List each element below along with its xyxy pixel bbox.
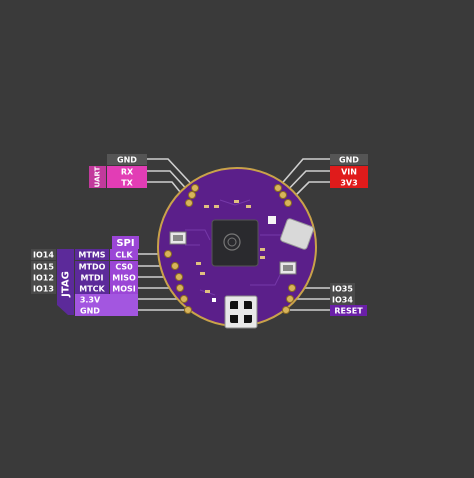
label-3v3: 3V3: [330, 177, 368, 188]
label-text: MOSI: [112, 285, 136, 294]
label-text: MTDI: [80, 274, 103, 283]
label-io15: IO15: [31, 261, 56, 272]
wire-gnd-right: [277, 158, 330, 189]
reset-button-component: [224, 295, 258, 329]
label-clk: CLK: [110, 249, 138, 260]
jtag-group: JTAG: [57, 249, 74, 315]
label-text: RESET: [334, 307, 363, 316]
label-reset: RESET: [330, 305, 367, 316]
esp32-chip: [211, 219, 259, 267]
label-miso: MISO: [110, 272, 138, 283]
led-icon: [268, 216, 276, 224]
label-io14: IO14: [31, 249, 56, 260]
pcb-traces: [185, 199, 285, 296]
pcb-board: [157, 167, 317, 329]
label-mtdi: MTDI: [75, 272, 109, 283]
spi-title: SPI: [112, 236, 139, 249]
label-text: IO15: [33, 263, 54, 272]
label-cs0: CS0: [110, 261, 138, 272]
label-text: MTCK: [79, 285, 105, 294]
label-io35: IO35: [330, 283, 355, 294]
uart-group: UART: [89, 166, 106, 188]
label-text: TX: [121, 179, 133, 188]
label-text: IO35: [332, 285, 353, 294]
label-rx: RX: [107, 166, 147, 177]
label-text: IO12: [33, 274, 54, 283]
label-text: RX: [121, 168, 134, 177]
label-gnd-bottom: GND: [75, 305, 138, 316]
label-text: 3.3V: [80, 296, 101, 305]
label-mtck: MTCK: [75, 283, 109, 294]
label-text: MTDO: [79, 263, 106, 272]
label-text: CS0: [115, 263, 133, 272]
label-text: CLK: [115, 251, 133, 260]
smd-components: [169, 200, 297, 302]
uart-group-label: UART: [94, 166, 102, 187]
label-vin: VIN: [330, 166, 368, 177]
label-gnd-right: GND: [330, 154, 368, 165]
label-io12: IO12: [31, 272, 56, 283]
label-text: 3V3: [340, 179, 357, 188]
label-text: MISO: [112, 274, 136, 283]
label-tx: TX: [107, 177, 147, 188]
wire-vin: [282, 170, 330, 196]
espressif-logo-icon: [223, 233, 241, 251]
jtag-title-text: JTAG: [61, 271, 72, 298]
label-text: IO13: [33, 285, 54, 294]
wire-gnd-left: [147, 158, 196, 189]
label-text: GND: [80, 307, 100, 316]
label-3-3v: 3.3V: [75, 294, 138, 305]
label-mosi: MOSI: [110, 283, 138, 294]
label-text: IO34: [332, 296, 353, 305]
label-mtms: MTMS: [75, 249, 109, 260]
label-text: VIN: [341, 168, 357, 177]
label-text: MTMS: [78, 251, 105, 260]
label-gnd-left: GND: [107, 154, 147, 165]
label-io34: IO34: [330, 294, 355, 305]
edge-pads: [164, 184, 296, 314]
spi-title-text: SPI: [116, 238, 134, 249]
label-text: IO14: [33, 251, 54, 260]
label-io13: IO13: [31, 283, 56, 294]
label-text: GND: [117, 156, 137, 165]
label-mtdo: MTDO: [75, 261, 109, 272]
label-text: GND: [339, 156, 359, 165]
crystal-component: [280, 218, 314, 250]
